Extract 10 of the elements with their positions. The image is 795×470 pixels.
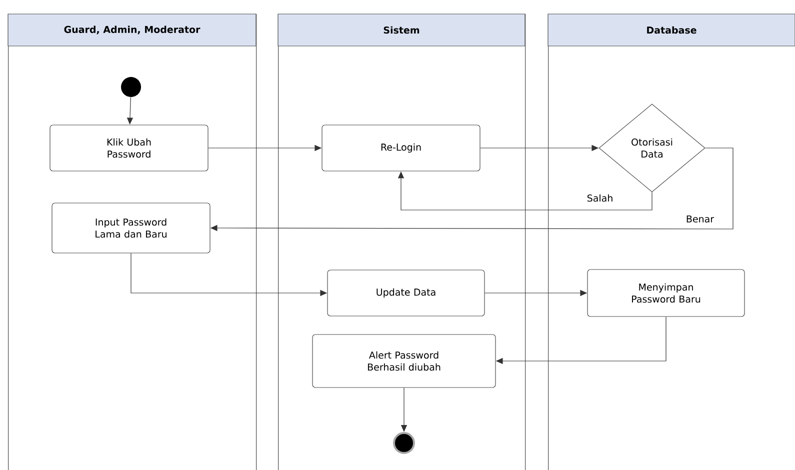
action-box: Klik Ubah Password [50,124,208,172]
action-box: Update Data [327,270,485,316]
action-box: Re-Login [322,124,480,172]
edge-label: Salah [586,193,614,203]
edge-label: Benar [684,214,716,224]
action-box: Alert Password Berhasil diubah [312,334,496,388]
end-node [393,432,415,454]
action-box: Menyimpan Password Baru [587,269,745,317]
start-node [121,77,141,97]
action-box: Input Password Lama dan Baru [52,202,210,254]
